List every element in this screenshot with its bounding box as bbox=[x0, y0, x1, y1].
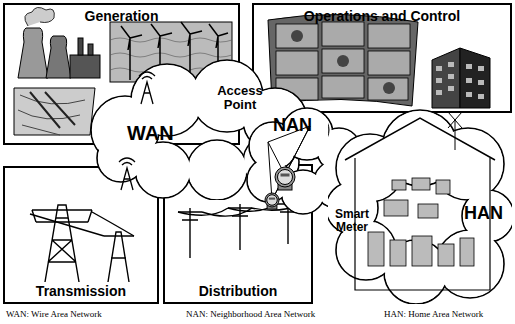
network-label: WAN bbox=[127, 122, 174, 144]
network-label: NAN bbox=[273, 116, 312, 136]
section-title: Generation bbox=[85, 9, 159, 24]
section-box: Transmission bbox=[3, 166, 159, 304]
section-title: Distribution bbox=[199, 284, 278, 299]
caption-note: WAN: Wire Area Network bbox=[6, 310, 102, 320]
caption-note: HAN: Home Area Network bbox=[384, 310, 483, 320]
component-label: Smart Meter bbox=[330, 208, 374, 234]
section-title: Transmission bbox=[36, 284, 126, 299]
network-label: HAN bbox=[464, 204, 503, 224]
network-cloud: HAN bbox=[328, 108, 512, 304]
section-title: Operations and Control bbox=[304, 9, 460, 24]
component-label: Access Point bbox=[216, 84, 264, 113]
caption-note: NAN: Neighborhood Area Network bbox=[186, 310, 315, 320]
